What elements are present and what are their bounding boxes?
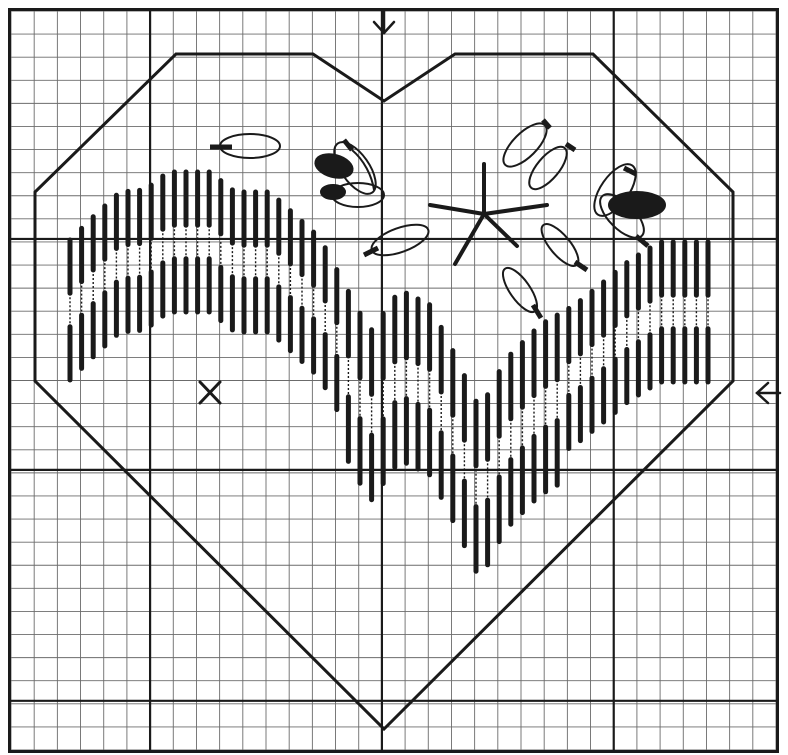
chart-canvas bbox=[0, 0, 788, 755]
chart-background bbox=[0, 0, 788, 755]
cross-stitch-chart bbox=[0, 0, 788, 755]
